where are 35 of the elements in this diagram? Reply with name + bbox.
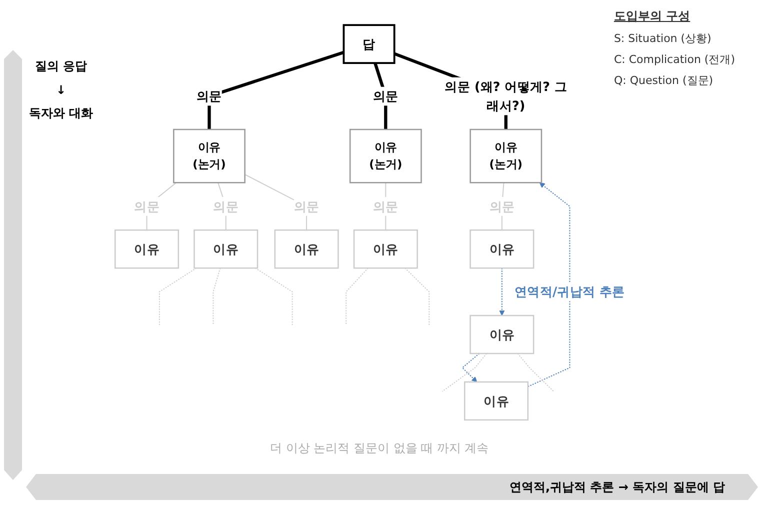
connector — [212, 268, 221, 326]
edge-label: 의문 — [373, 88, 398, 104]
edge-label: 의문 — [196, 88, 222, 104]
node-box: 이유 — [470, 314, 534, 354]
node-box: 이유 (논거) — [173, 128, 246, 184]
arrow — [462, 353, 480, 382]
connector — [158, 268, 197, 326]
edge-label: 의문 (왜? 어떻게? 그래서?) — [444, 79, 568, 114]
edge-label: 연역적/귀납적 추론 — [514, 284, 625, 300]
side-label: 독자와 대화 — [28, 105, 94, 122]
arrow — [499, 268, 505, 316]
arrow — [527, 182, 570, 388]
node-box: 답 — [342, 24, 396, 64]
arrow-label: 연역적,귀납적 추론 → 독자의 질문에 답 — [509, 479, 725, 496]
node-box: 이유 — [114, 229, 180, 269]
node-box: 이유 — [470, 229, 534, 269]
connector — [404, 268, 430, 326]
node-box: 이유 (논거) — [349, 128, 422, 184]
note-text: S: Situation (상황) — [614, 31, 712, 46]
connector — [346, 268, 369, 326]
note-text: C: Complication (전개) — [614, 52, 735, 67]
side-label: 질의 응답 — [34, 58, 88, 75]
node-box: 이유 — [274, 229, 339, 269]
note-heading: 도입부의 구성 — [614, 8, 692, 25]
note-text: 더 이상 논리적 질문이 없을 때 까지 계속 — [270, 440, 489, 457]
note-text: Q: Question (질문) — [614, 73, 714, 88]
node-box: 이유 — [464, 381, 529, 421]
connector — [254, 268, 293, 326]
connector — [208, 50, 344, 130]
side-label: ↓ — [54, 83, 68, 97]
connector — [517, 353, 554, 392]
node-box: 이유 — [353, 229, 418, 269]
node-box: 이유 — [194, 229, 258, 269]
connector — [442, 353, 488, 392]
node-box: 이유 (논거) — [470, 128, 542, 184]
